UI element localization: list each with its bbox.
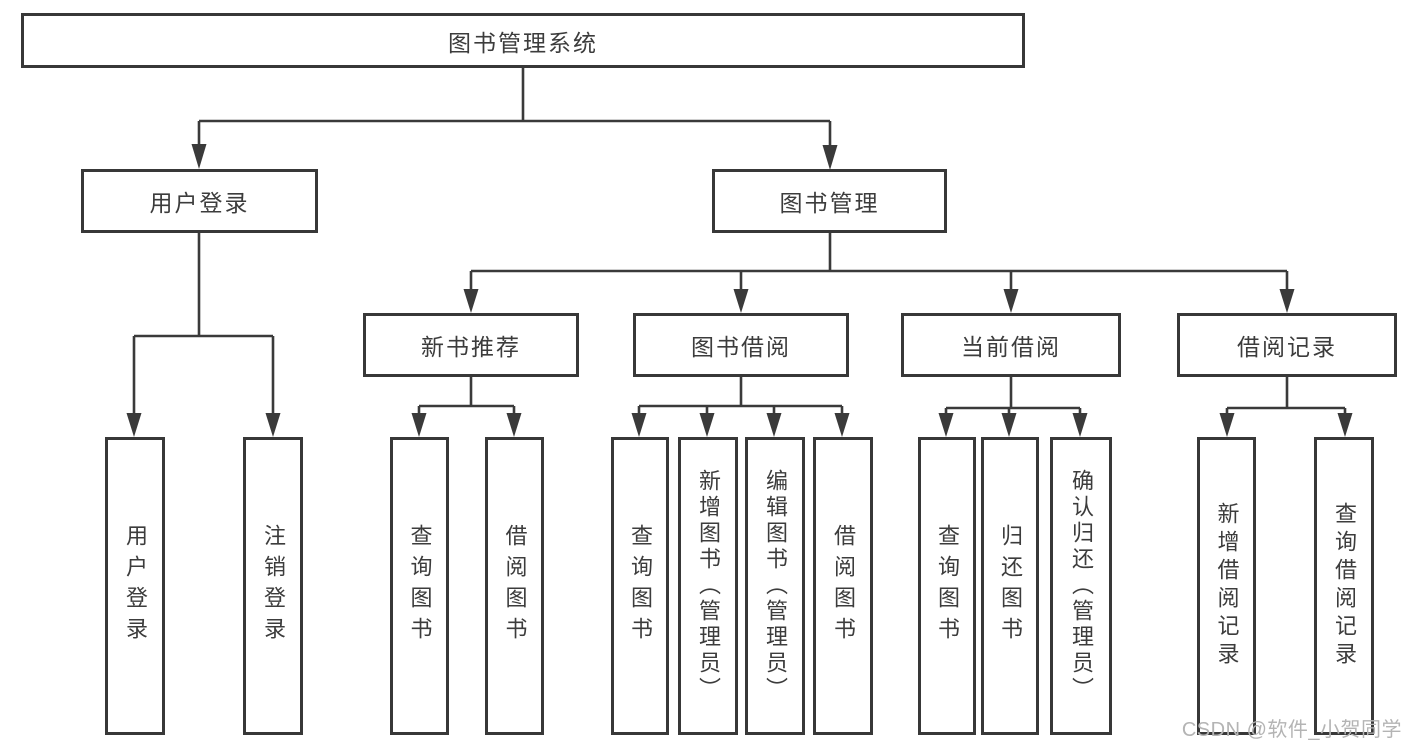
node-label: 新增图书（管理员）	[696, 469, 721, 703]
leaf-add-borrow-record: 新增借阅记录	[1197, 437, 1256, 735]
leaf-query-books-borrow: 查询图书	[611, 437, 669, 735]
node-book-borrow: 图书借阅	[633, 313, 849, 377]
node-label: 归还图书	[998, 524, 1023, 648]
node-label: 图书借阅	[691, 334, 791, 360]
node-label: 注销登录	[261, 524, 286, 648]
leaf-query-borrow-record: 查询借阅记录	[1314, 437, 1374, 735]
node-label: 借阅图书	[502, 524, 528, 648]
node-label: 查询图书	[628, 524, 653, 648]
node-label: 图书管理	[779, 190, 880, 216]
node-borrow-records: 借阅记录	[1177, 313, 1397, 377]
node-label: 查询图书	[407, 524, 433, 648]
node-label: 借阅图书	[831, 524, 856, 648]
node-label: 新书推荐	[421, 334, 521, 360]
node-label: 用户登录	[149, 190, 250, 216]
leaf-return-books: 归还图书	[981, 437, 1039, 735]
node-label: 确认归还（管理员）	[1069, 469, 1094, 703]
leaf-query-books-recommend: 查询图书	[390, 437, 449, 735]
node-label: 图书管理系统	[448, 29, 598, 56]
leaf-confirm-return-admin: 确认归还（管理员）	[1050, 437, 1112, 735]
node-label: 查询借阅记录	[1332, 502, 1357, 670]
node-current-borrow: 当前借阅	[901, 313, 1121, 377]
leaf-borrow-books: 借阅图书	[813, 437, 873, 735]
node-label: 借阅记录	[1237, 334, 1337, 360]
leaf-query-books-current: 查询图书	[918, 437, 976, 735]
node-new-book-recommend: 新书推荐	[363, 313, 579, 377]
node-label: 查询图书	[935, 524, 960, 648]
leaf-add-books-admin: 新增图书（管理员）	[678, 437, 738, 735]
node-book-management-branch: 图书管理	[712, 169, 947, 233]
node-user-login-branch: 用户登录	[81, 169, 318, 233]
leaf-user-login: 用户登录	[105, 437, 165, 735]
leaf-borrow-books-recommend: 借阅图书	[485, 437, 544, 735]
node-label: 编辑图书（管理员）	[763, 469, 788, 703]
leaf-logout: 注销登录	[243, 437, 303, 735]
node-label: 当前借阅	[961, 334, 1061, 360]
node-root-library-system: 图书管理系统	[21, 13, 1025, 68]
node-label: 新增借阅记录	[1214, 502, 1240, 670]
node-label: 用户登录	[123, 524, 148, 648]
csdn-watermark: CSDN @软件_小贺同学	[1181, 719, 1402, 741]
leaf-edit-books-admin: 编辑图书（管理员）	[745, 437, 805, 735]
